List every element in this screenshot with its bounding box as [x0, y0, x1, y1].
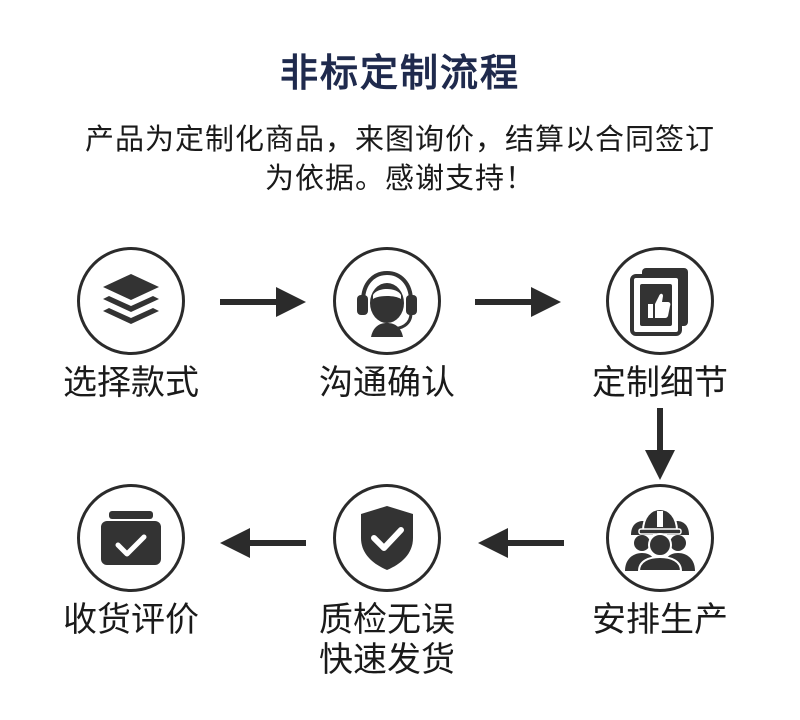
- step-label: 质检无误: [319, 600, 455, 640]
- step-communicate: 沟通确认: [287, 247, 487, 403]
- step-quality-check-ship: 质检无误 快速发货: [287, 484, 487, 680]
- step-circle: [606, 247, 714, 355]
- step-circle: [606, 484, 714, 592]
- step-circle: [333, 247, 441, 355]
- step-circle: [77, 484, 185, 592]
- step-circle: [333, 484, 441, 592]
- step-label: 收货评价: [63, 600, 199, 640]
- arrow-right-icon: [475, 287, 561, 317]
- subtitle-line-2: 为依据。感谢支持！: [264, 161, 535, 195]
- headset-agent-icon: [357, 270, 417, 337]
- step-label: 沟通确认: [319, 363, 455, 403]
- arrow-left-icon: [478, 528, 564, 558]
- step-receive-review: 收货评价: [31, 484, 231, 640]
- layers-icon: [103, 274, 159, 324]
- subtitle-line-1: 产品为定制化商品，来图询价，结算以合同签订: [84, 122, 715, 156]
- step-arrange-production: 安排生产: [560, 484, 760, 640]
- step-label: 安排生产: [592, 600, 728, 640]
- shield-check-icon: [361, 506, 413, 570]
- arrow-left-icon: [220, 528, 306, 558]
- page-title: 非标定制流程: [279, 51, 520, 95]
- step-label-line-2: 快速发货: [319, 640, 455, 680]
- thumbs-up-card-icon: [630, 268, 688, 336]
- step-custom-details: 定制细节: [560, 247, 760, 403]
- step-select-style: 选择款式: [31, 247, 231, 403]
- arrow-right-icon: [220, 287, 306, 317]
- step-label: 定制细节: [592, 363, 728, 403]
- inbox-check-icon: [101, 511, 161, 565]
- step-label: 选择款式: [63, 363, 199, 403]
- workers-helmet-icon: [625, 507, 695, 571]
- arrow-down-icon: [645, 408, 675, 480]
- step-circle: [77, 247, 185, 355]
